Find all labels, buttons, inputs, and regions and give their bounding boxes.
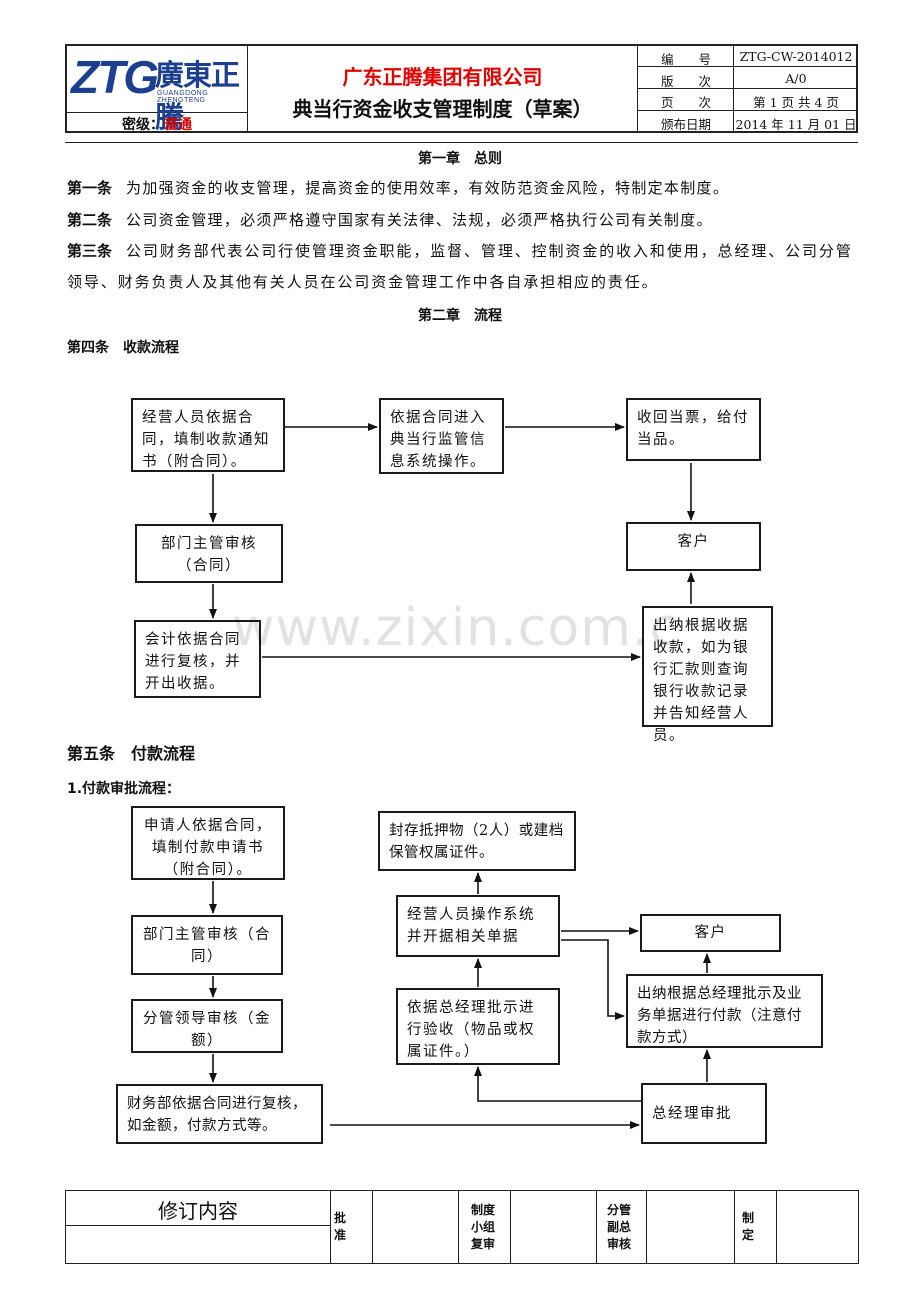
revision-table: 修订内容 批准 制度小组复审 分管副总审核 制定 (65, 1190, 859, 1264)
pay-box-operate-system: 经营人员操作系统并开据相关单据 (396, 895, 560, 957)
meta-value-version: A/0 (785, 71, 807, 86)
arrow-p10-p7 (474, 1066, 641, 1102)
approve-label: 批准 (334, 1211, 347, 1242)
vp-review-label: 分管副总审核 (606, 1203, 631, 1251)
flow-box-system-entry: 依据合同进入典当行监管信息系统操作。 (379, 398, 504, 474)
payment-subtitle: 1.付款审批流程： (67, 781, 181, 797)
watermark: www.zixin.com.c (232, 598, 679, 658)
pay-box-dept-review: 部门主管审核（合同） (131, 915, 283, 975)
pay-box-leader-review: 分管领导审核（金额） (131, 999, 283, 1053)
flow-box-customer: 客户 (626, 522, 761, 571)
article-4-title: 第四条 收款流程 (67, 340, 179, 356)
article-2-text: 公司资金管理，必须严格遵守国家有关法律、法规，必须严格执行公司有关制度。 (126, 211, 713, 229)
article-1: 第一条为加强资金的收支管理，提高资金的使用效率，有效防范资金风险，特制定本制度。 (67, 173, 857, 204)
document-title: 典当行资金收支管理制度（草案） (292, 97, 593, 121)
pay-box-customer: 客户 (640, 914, 781, 952)
logo-ztg: ZTG (71, 51, 159, 103)
logo-en: GUANGDONG ZHENGTENG (157, 90, 209, 104)
article-3-text: 公司财务部代表公司行使管理资金职能，监督、管理、控制资金的收入和使用，总经理、公… (67, 242, 853, 291)
arrow-p6-p9 (561, 939, 625, 1020)
meta-key-page: 页 次 (660, 95, 711, 110)
flow-box-accountant-receipt: 会计依据合同进行复核，并开出收据。 (134, 620, 261, 698)
meta-value-date: 2014 年 11 月 01 日 (735, 117, 857, 132)
pay-box-seal-collateral: 封存抵押物（2人）或建档保管权属证件。 (378, 811, 576, 871)
article-2-no: 第二条 (67, 211, 113, 229)
pay-box-cashier-pay: 出纳根据总经理批示及业务单据进行付款（注意付款方式） (626, 974, 823, 1048)
article-3: 第三条公司财务部代表公司行使管理资金职能，监督、管理、控制资金的收入和使用，总经… (67, 236, 857, 298)
pay-box-acceptance: 依据总经理批示进行验收（物品或权属证件。） (396, 988, 560, 1065)
pay-box-application: 申请人依据合同，填制付款申请书（附合同）。 (131, 806, 285, 880)
flow-box-return-ticket: 收回当票，给付当品。 (626, 398, 761, 461)
article-3-no: 第三条 (67, 242, 113, 260)
meta-value-number: ZTG-CW-2014012 (739, 49, 853, 64)
flow-box-fill-notice: 经营人员依据合同，填制收款通知书（附合同）。 (131, 398, 285, 472)
make-label: 制定 (742, 1211, 755, 1242)
pay-box-finance-review: 财务部依据合同进行复核，如金额，付款方式等。 (116, 1084, 323, 1144)
meta-key-date: 颁布日期 (660, 117, 711, 132)
article-2: 第二条公司资金管理，必须严格遵守国家有关法律、法规，必须严格执行公司有关制度。 (67, 205, 857, 236)
flow-box-cashier-receive: 出纳根据收据收款，如为银行汇款则查询银行收款记录并告知经营人员。 (642, 606, 773, 744)
company-logo: ZTG 廣東正騰 GUANGDONG ZHENGTENG (67, 46, 247, 134)
header-rule (65, 142, 858, 143)
secret-level: 密级：普通 (122, 117, 192, 133)
header-table: ZTG 廣東正騰 GUANGDONG ZHENGTENG 密级：普通 广东正腾集… (65, 44, 858, 134)
flow-box-dept-review: 部门主管审核（合同） (135, 524, 283, 583)
chapter-1-title: 第一章 总则 (418, 151, 502, 167)
company-name: 广东正腾集团有限公司 (342, 65, 543, 89)
article-5-title: 第五条 付款流程 (67, 744, 196, 763)
logo-cn: 廣東正騰 (155, 58, 240, 134)
review-label: 制度小组复审 (470, 1203, 495, 1251)
meta-value-page: 第 1 页 共 4 页 (753, 95, 839, 110)
article-1-no: 第一条 (67, 179, 113, 197)
meta-key-version: 版 次 (660, 74, 711, 89)
chapter-2-title: 第二章 流程 (418, 308, 502, 324)
article-1-text: 为加强资金的收支管理，提高资金的使用效率，有效防范资金风险，特制定本制度。 (126, 179, 730, 197)
revision-content-label: 修订内容 (158, 1199, 238, 1223)
meta-key-number: 编 号 (660, 52, 711, 67)
pay-box-gm-approval: 总经理审批 (641, 1083, 767, 1144)
